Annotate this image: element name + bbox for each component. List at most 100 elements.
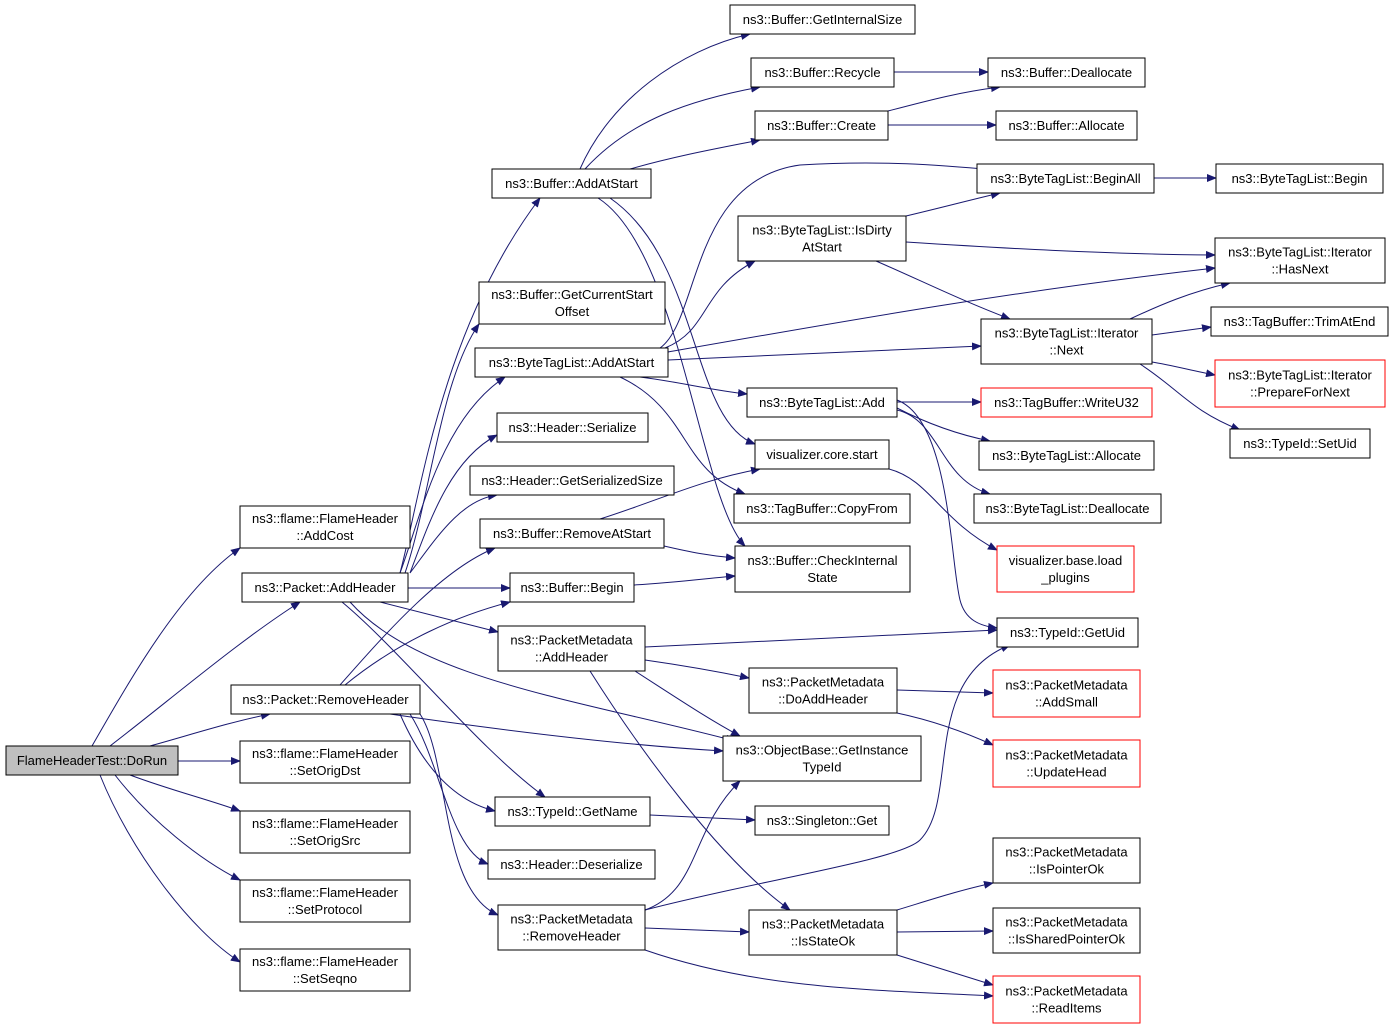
node-pm-isstateok[interactable]: ns3::PacketMetadata::IsStateOk (748, 909, 898, 956)
node-vis-start[interactable]: visualizer.core.start (754, 439, 890, 470)
edge-removeheader-to-typeid_getname (399, 713, 496, 813)
node-box (754, 805, 890, 836)
edge-btl_iter_next-to-typeid_setuid (1139, 363, 1241, 431)
node-pm-removeheader[interactable]: ns3::PacketMetadata::RemoveHeader (497, 904, 646, 951)
node-label-line: visualizer.core.start (766, 447, 878, 462)
node-btl-deallocate[interactable]: ns3::ByteTagList::Deallocate (973, 493, 1162, 524)
node-buf-begin[interactable]: ns3::Buffer::Begin (509, 572, 635, 603)
node-btl-beginall[interactable]: ns3::ByteTagList::BeginAll (976, 163, 1155, 194)
node-pm-updatehead[interactable]: ns3::PacketMetadata::UpdateHead (992, 739, 1141, 788)
edge-buf_removeatstart-to-vis_start (599, 466, 761, 520)
node-btl-iter-next[interactable]: ns3::ByteTagList::Iterator::Next (980, 318, 1153, 365)
node-btl-allocate[interactable]: ns3::ByteTagList::Allocate (978, 440, 1155, 471)
node-label-line: ::SetProtocol (288, 902, 363, 917)
node-setseqno[interactable]: ns3::flame::FlameHeader::SetSeqno (239, 948, 411, 992)
node-pm-doaddheader[interactable]: ns3::PacketMetadata::DoAddHeader (748, 667, 898, 714)
node-box (230, 684, 421, 715)
node-btl-iter-preparefornext[interactable]: ns3::ByteTagList::Iterator::PrepareForNe… (1214, 359, 1386, 408)
node-label-line: ns3::PacketMetadata (762, 675, 885, 690)
edge-buf_removeatstart-to-buf_checkinternal (663, 545, 736, 562)
node-setorigsrc[interactable]: ns3::flame::FlameHeader::SetOrigSrc (239, 810, 411, 854)
node-box (239, 740, 411, 784)
node-btl-add[interactable]: ns3::ByteTagList::Add (746, 387, 898, 418)
node-label-line: ns3::Buffer::Recycle (764, 65, 880, 80)
node-box (992, 669, 1141, 718)
node-buf-removeatstart[interactable]: ns3::Buffer::RemoveAtStart (479, 518, 665, 549)
node-box (754, 110, 889, 141)
node-pm-addheader[interactable]: ns3::PacketMetadata::AddHeader (497, 625, 646, 672)
node-addcost[interactable]: ns3::flame::FlameHeader::AddCost (239, 505, 411, 549)
edge-removeheader-to-hdr_deserialize (409, 713, 489, 865)
node-buf-addatstart[interactable]: ns3::Buffer::AddAtStart (491, 168, 652, 199)
node-pm-issharedpointerok[interactable]: ns3::PacketMetadata::IsSharedPointerOk (992, 907, 1141, 954)
edge-btl_addatstart-to-btl_beginall (659, 162, 996, 349)
node-label-line: TypeId (802, 760, 841, 775)
edge-root-to-setseqno (99, 774, 241, 963)
edge-buf_addatstart-to-buf_checkinternal (597, 197, 746, 547)
node-buf-create[interactable]: ns3::Buffer::Create (754, 110, 889, 141)
node-singleton-get[interactable]: ns3::Singleton::Get (754, 805, 890, 836)
node-tagbuf-writeu32[interactable]: ns3::TagBuffer::WriteU32 (980, 387, 1153, 418)
node-label-line: ns3::ByteTagList::Begin (1232, 171, 1368, 186)
node-label-line: ::AddSmall (1035, 695, 1098, 710)
node-pm-ispointerok[interactable]: ns3::PacketMetadata::IsPointerOk (992, 837, 1141, 884)
node-label-line: ns3::PacketMetadata (762, 917, 885, 932)
node-vis-loadplugins[interactable]: visualizer.base.load_plugins (996, 545, 1135, 593)
node-label-line: ns3::Packet::AddHeader (255, 580, 397, 595)
node-addheader[interactable]: ns3::Packet::AddHeader (241, 572, 409, 603)
edge-addheader-to-pm_addheader (379, 601, 499, 634)
node-box (496, 412, 649, 443)
node-box (1214, 359, 1386, 408)
edge-btl_iter_next-to-btl_iter_preparefornext (1151, 361, 1216, 378)
node-buf-recycle[interactable]: ns3::Buffer::Recycle (750, 57, 895, 88)
node-label-line: FlameHeaderTest::DoRun (17, 753, 167, 768)
edge-addheader-to-ob_getinstancetypeid (349, 601, 736, 743)
node-label-line: ns3::TypeId::GetUid (1010, 625, 1125, 640)
node-label-line: ::RemoveHeader (522, 929, 621, 944)
node-btl-begin[interactable]: ns3::ByteTagList::Begin (1215, 163, 1384, 194)
node-typeid-getname[interactable]: ns3::TypeId::GetName (494, 796, 651, 827)
edge-removeheader-to-pm_removeheader (419, 713, 499, 916)
node-pm-addsmall[interactable]: ns3::PacketMetadata::AddSmall (992, 669, 1141, 718)
node-box (754, 439, 890, 470)
node-tagbuf-copyfrom[interactable]: ns3::TagBuffer::CopyFrom (733, 493, 911, 524)
node-box (1215, 163, 1384, 194)
edge-btl_add-to-typeid_getuid (896, 399, 998, 631)
node-typeid-setuid[interactable]: ns3::TypeId::SetUid (1229, 428, 1371, 459)
node-label-line: ns3::TagBuffer::WriteU32 (994, 395, 1139, 410)
edge-btl_add-to-btl_allocate (896, 407, 991, 444)
node-label-line: ns3::Buffer::Allocate (1008, 118, 1124, 133)
node-pm-readitems[interactable]: ns3::PacketMetadata::ReadItems (992, 975, 1141, 1024)
node-setorigdst[interactable]: ns3::flame::FlameHeader::SetOrigDst (239, 740, 411, 784)
node-tagbuf-trimatend[interactable]: ns3::TagBuffer::TrimAtEnd (1210, 306, 1389, 337)
edge-root-to-removeheader (149, 711, 271, 747)
node-btl-iter-hasnext[interactable]: ns3::ByteTagList::Iterator::HasNext (1214, 237, 1386, 284)
node-label-line: ns3::Buffer::AddAtStart (505, 176, 638, 191)
node-buf-deallocate[interactable]: ns3::Buffer::Deallocate (987, 57, 1146, 88)
node-buf-allocate[interactable]: ns3::Buffer::Allocate (995, 110, 1138, 141)
node-btl-addatstart[interactable]: ns3::ByteTagList::AddAtStart (474, 347, 669, 378)
node-label-line: Offset (555, 304, 590, 319)
edge-pm_removeheader-to-typeid_getuid (644, 644, 1011, 911)
node-hdr-getsersize[interactable]: ns3::Header::GetSerializedSize (469, 465, 675, 496)
node-hdr-serialize[interactable]: ns3::Header::Serialize (496, 412, 649, 443)
node-label-line: ns3::Buffer::GetCurrentStart (491, 287, 653, 302)
node-buf-getinternalsize[interactable]: ns3::Buffer::GetInternalSize (729, 4, 916, 35)
node-setprotocol[interactable]: ns3::flame::FlameHeader::SetProtocol (239, 879, 411, 923)
node-typeid-getuid[interactable]: ns3::TypeId::GetUid (996, 617, 1139, 648)
node-box (748, 909, 898, 956)
edge-pm_isstateok-to-pm_ispointerok (896, 880, 994, 911)
node-root[interactable]: FlameHeaderTest::DoRun (5, 745, 179, 776)
node-label-line: ::IsSharedPointerOk (1008, 932, 1126, 947)
edge-removeheader-to-buf_removeatstart (339, 547, 496, 686)
edge-btl_iter_next-to-btl_iter_hasnext (1129, 281, 1231, 320)
node-box (973, 493, 1162, 524)
node-hdr-deserialize[interactable]: ns3::Header::Deserialize (487, 849, 656, 880)
node-removeheader[interactable]: ns3::Packet::RemoveHeader (230, 684, 421, 715)
node-box (1210, 306, 1389, 337)
node-box (748, 667, 898, 714)
